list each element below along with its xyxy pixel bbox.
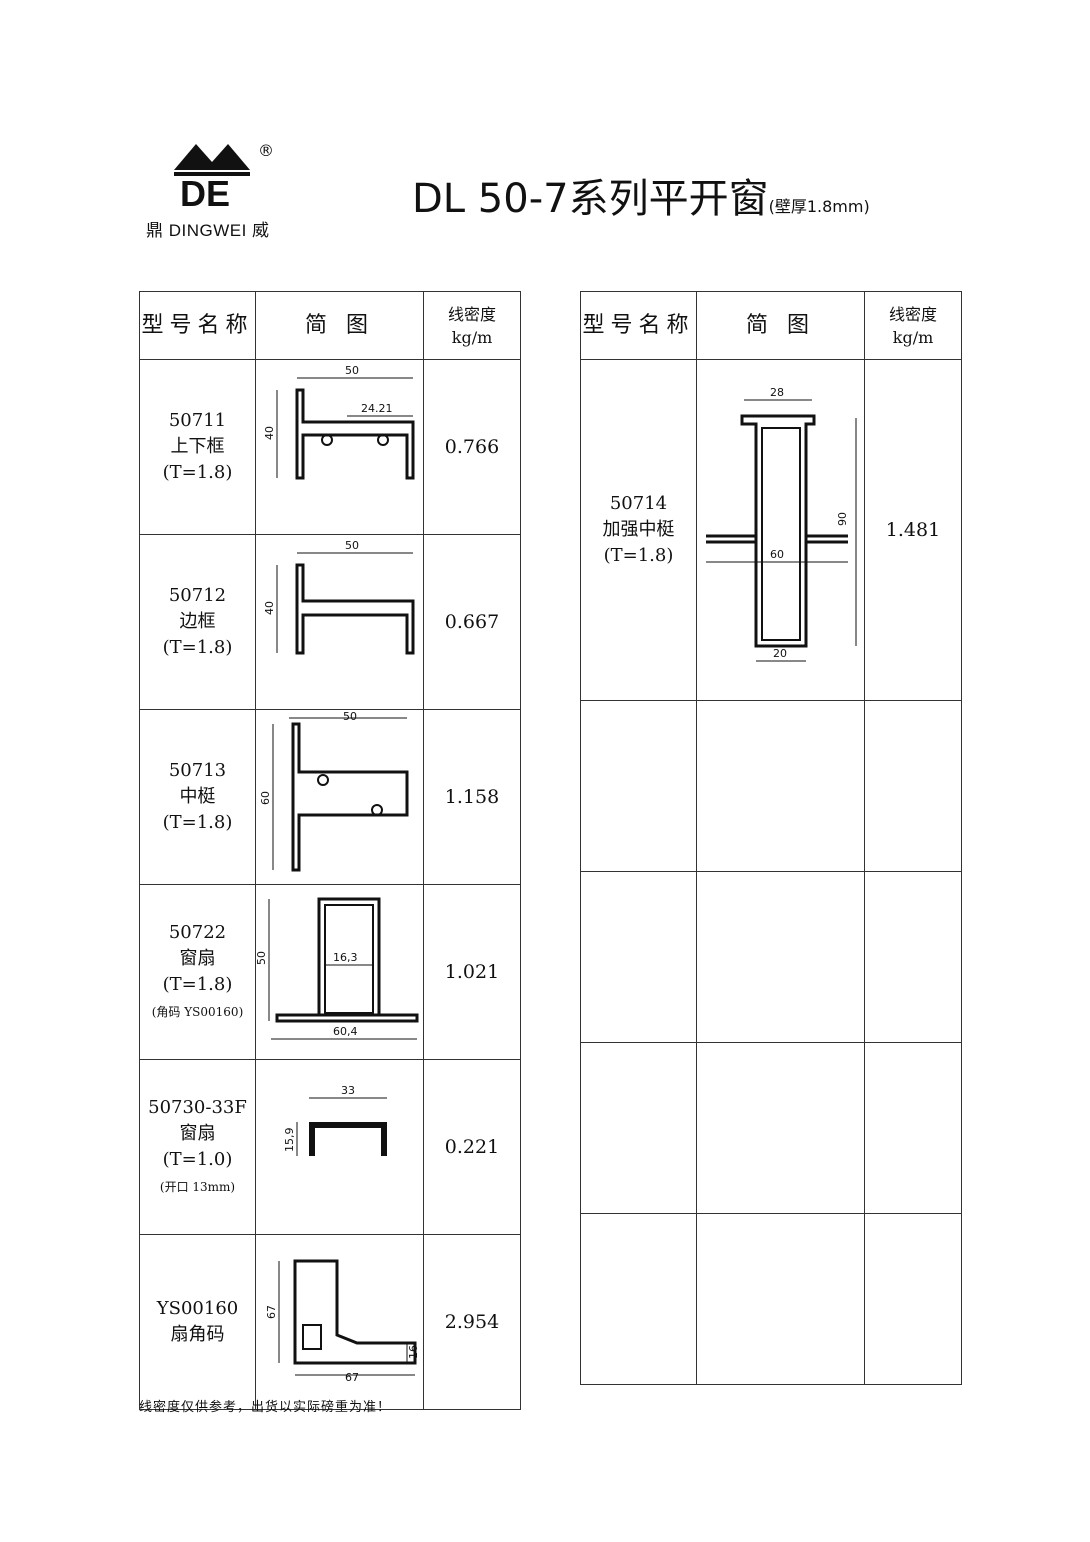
density-value: 2.954 xyxy=(423,1234,521,1410)
svg-text:40: 40 xyxy=(263,426,276,440)
profile-diagram-50712: 50 40 xyxy=(255,534,424,710)
profile-diagram-50713: 50 60 xyxy=(255,709,424,885)
density-value: 1.158 xyxy=(423,709,521,885)
svg-text:67: 67 xyxy=(265,1305,278,1319)
svg-text:33: 33 xyxy=(341,1084,355,1097)
svg-text:60,4: 60,4 xyxy=(333,1025,358,1038)
svg-text:DE: DE xyxy=(180,173,230,212)
density-value: 0.221 xyxy=(423,1059,521,1235)
logo-mark: DE ® xyxy=(174,141,274,212)
density-value: 0.766 xyxy=(423,359,521,535)
page-title: DL 50-7系列平开窗(壁厚1.8mm) xyxy=(412,176,870,222)
svg-text:20: 20 xyxy=(773,647,787,660)
profile-diagram-50722: 16,3 50 60,4 xyxy=(255,884,424,1060)
profile-diagram-50730-33F: 33 15,9 xyxy=(255,1059,424,1235)
svg-text:16: 16 xyxy=(407,1345,420,1359)
empty-row xyxy=(580,871,962,1043)
profile-diagram-50714: 28 90 60 20 xyxy=(696,359,865,701)
logo-brand-text: 鼎 DINGWEI 威 xyxy=(146,221,270,240)
density-value: 1.021 xyxy=(423,884,521,1060)
svg-text:16,3: 16,3 xyxy=(333,951,358,964)
svg-text:50: 50 xyxy=(343,710,357,723)
empty-row xyxy=(580,1213,962,1385)
svg-text:40: 40 xyxy=(263,601,276,615)
svg-text:28: 28 xyxy=(770,386,784,399)
svg-text:15,9: 15,9 xyxy=(283,1128,296,1153)
svg-text:50: 50 xyxy=(345,364,359,377)
profile-diagram-50711: 50 24.21 40 xyxy=(255,359,424,535)
header-model: 型号名称 xyxy=(139,291,256,360)
footer-note: 线密度仅供参考，出货以实际磅重为准！ xyxy=(139,1400,392,1415)
svg-text:60: 60 xyxy=(770,548,784,561)
svg-text:60: 60 xyxy=(259,791,272,805)
header-diagram: 简 图 xyxy=(255,291,424,360)
header-diagram: 简 图 xyxy=(696,291,865,360)
density-value: 1.481 xyxy=(864,359,962,701)
svg-text:50: 50 xyxy=(345,539,359,552)
density-value: 0.667 xyxy=(423,534,521,710)
svg-text:50: 50 xyxy=(257,951,268,965)
empty-row xyxy=(580,1042,962,1214)
header-model: 型号名称 xyxy=(580,291,697,360)
svg-text:®: ® xyxy=(258,141,274,160)
empty-row xyxy=(580,700,962,872)
svg-text:90: 90 xyxy=(836,512,849,526)
svg-text:67: 67 xyxy=(345,1371,359,1384)
svg-text:24.21: 24.21 xyxy=(361,402,393,415)
profile-diagram-YS00160: 67 67 16 xyxy=(255,1234,424,1410)
